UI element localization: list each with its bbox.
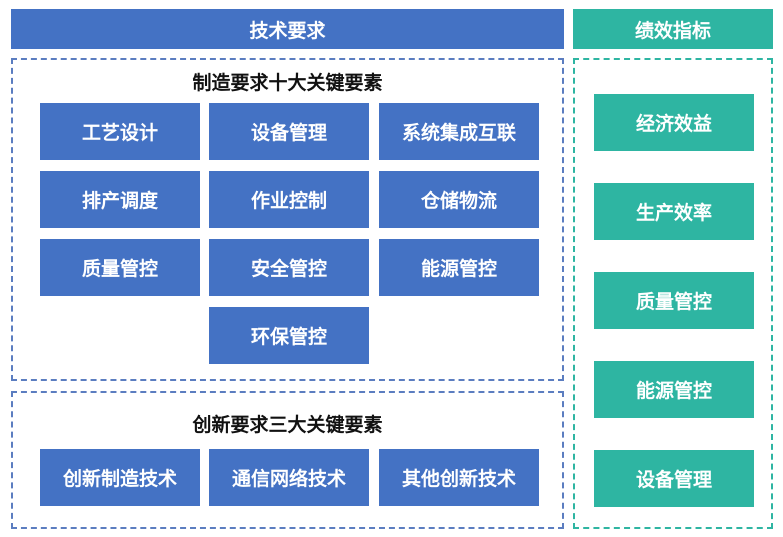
manufacturing-group-title: 制造要求十大关键要素 — [192, 72, 383, 94]
mfg-element-system-integration: 系统集成互联 — [379, 103, 539, 160]
mfg-element-scheduling: 排产调度 — [40, 171, 200, 228]
mfg-element-process-design: 工艺设计 — [40, 103, 200, 160]
mfg-element-environmental-control: 环保管控 — [209, 307, 369, 364]
mfg-element-warehousing-logistics: 仓储物流 — [379, 171, 539, 228]
technical-requirements-header: 技术要求 — [11, 9, 564, 49]
mfg-element-safety-control: 安全管控 — [209, 239, 369, 296]
innovation-element-other-tech: 其他创新技术 — [379, 449, 539, 506]
kpi-quality-control: 质量管控 — [594, 272, 754, 329]
innovation-element-network-tech: 通信网络技术 — [209, 449, 369, 506]
innovation-group-title: 创新要求三大关键要素 — [192, 414, 383, 436]
kpi-equipment-management: 设备管理 — [594, 450, 754, 507]
kpi-economic-benefit: 经济效益 — [594, 94, 754, 151]
performance-indicators-header: 绩效指标 — [573, 9, 773, 49]
mfg-element-quality-control: 质量管控 — [40, 239, 200, 296]
kpi-energy-control: 能源管控 — [594, 361, 754, 418]
mfg-element-operation-control: 作业控制 — [209, 171, 369, 228]
mfg-element-equipment-management: 设备管理 — [209, 103, 369, 160]
mfg-element-energy-control: 能源管控 — [379, 239, 539, 296]
innovation-element-manufacturing-tech: 创新制造技术 — [40, 449, 200, 506]
performance-indicators-group: 经济效益 生产效率 质量管控 能源管控 设备管理 — [573, 58, 773, 529]
manufacturing-elements-group: 制造要求十大关键要素 工艺设计 设备管理 系统集成互联 排产调度 作业控制 仓储… — [11, 58, 564, 381]
kpi-production-efficiency: 生产效率 — [594, 183, 754, 240]
innovation-elements-group: 创新要求三大关键要素 创新制造技术 通信网络技术 其他创新技术 — [11, 391, 564, 529]
